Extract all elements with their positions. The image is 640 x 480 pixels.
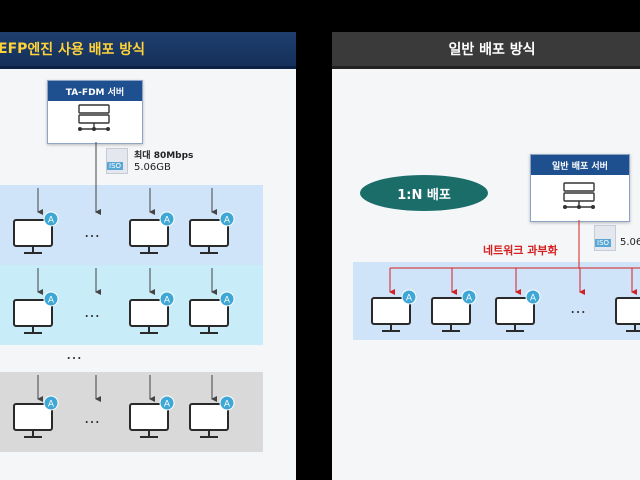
general-deployment-panel: 일반 배포 방식 — [332, 32, 640, 480]
client-monitor-icon: A — [189, 211, 235, 254]
file-size-text: 5.06GB — [134, 162, 171, 173]
client-monitor-icon-general: A — [431, 289, 477, 332]
iso-file-icon-general: ISO — [594, 225, 616, 251]
client-monitor-icon: A — [189, 395, 235, 438]
ellipsis-clients-row1: … — [84, 222, 100, 241]
network-overload-label: 네트워크 과부화 — [483, 244, 558, 257]
agent-badge-letter: A — [48, 296, 55, 306]
file-size-text-general: 5.06GB — [620, 237, 640, 248]
agent-badge-letter: A — [406, 294, 413, 304]
ellipsis-clients-general: … — [570, 298, 586, 317]
client-monitor-icon: A — [189, 291, 235, 334]
deploy-mode-badge: 1:N 배포 — [360, 175, 488, 211]
agent-badge-letter: A — [224, 216, 231, 226]
server-icon-general — [563, 182, 595, 209]
agent-badge-letter: A — [224, 400, 231, 410]
server-icon — [78, 104, 110, 131]
agent-badge-letter: A — [48, 216, 55, 226]
client-monitor-icon: A — [13, 211, 59, 254]
client-monitor-icon: A — [13, 291, 59, 334]
agent-badge-letter: A — [164, 296, 171, 306]
ellipsis-groups: … — [66, 344, 82, 363]
efp-title-prefix: EFP — [0, 41, 28, 57]
general-panel-header: 일반 배포 방식 — [332, 32, 640, 69]
client-monitor-icon: A — [129, 395, 175, 438]
agent-badge-letter: A — [224, 296, 231, 306]
agent-badge-letter: A — [48, 400, 55, 410]
agent-badge-letter: A — [466, 294, 473, 304]
general-server-label: 일반 배포 서버 — [531, 155, 629, 175]
ellipsis-clients-row3: … — [84, 408, 100, 427]
efp-title-text: 엔진 사용 배포 방식 — [27, 42, 146, 58]
client-monitor-icon-general: A — [615, 297, 640, 332]
agent-badge-letter: A — [164, 216, 171, 226]
iso-file-icon: ISO — [106, 148, 128, 174]
general-title-text: 일반 배포 방식 — [448, 42, 536, 58]
client-monitor-icon: A — [129, 291, 175, 334]
efp-panel-header: EFP 엔진 사용 배포 방식 — [0, 32, 296, 69]
max-speed-text: 최대 80Mbps — [134, 151, 194, 161]
ellipsis-clients-row2: … — [84, 302, 100, 321]
agent-badge-letter: A — [530, 294, 537, 304]
client-monitor-icon-general: A — [495, 289, 541, 332]
client-monitor-icon-general: A — [371, 289, 417, 332]
ta-fdm-server-label: TA-FDM 서버 — [48, 81, 142, 101]
agent-badge-letter: A — [164, 400, 171, 410]
client-monitor-icon: A — [13, 395, 59, 438]
client-monitor-icon: A — [129, 211, 175, 254]
